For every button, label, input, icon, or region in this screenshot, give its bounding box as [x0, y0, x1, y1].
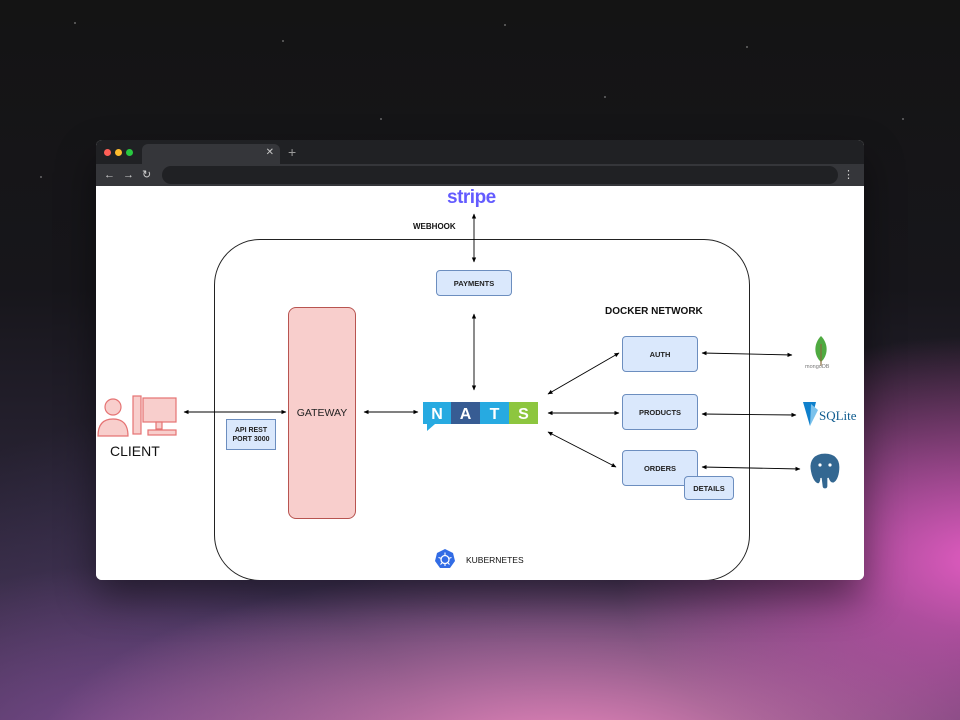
- postgresql-elephant-icon: [804, 450, 846, 492]
- browser-tab[interactable]: ✕: [142, 144, 280, 164]
- sqlite-wordmark: SQLite: [819, 408, 857, 423]
- kebab-menu-icon[interactable]: ⋮: [843, 169, 854, 181]
- api-rest-line1: API REST: [234, 426, 268, 434]
- maximize-window-icon[interactable]: [126, 149, 133, 156]
- products-service: PRODUCTS: [622, 394, 698, 430]
- orders-postgres-arrow: [701, 464, 801, 472]
- nats-letter-a: A: [460, 406, 472, 423]
- nats-logo: N A T S: [423, 402, 538, 432]
- client-icon: [96, 392, 178, 442]
- nats-letter-t: T: [490, 406, 500, 423]
- address-bar[interactable]: [162, 166, 838, 184]
- webhook-label: WEBHOOK: [413, 222, 456, 231]
- connector-arrows: [183, 213, 801, 472]
- gateway-service: GATEWAY: [288, 307, 356, 519]
- kubernetes-icon: [434, 548, 456, 570]
- forward-arrow-icon[interactable]: →: [123, 169, 134, 181]
- nats-orders-arrow: [547, 431, 617, 468]
- nats-auth-arrow: [547, 352, 620, 395]
- docker-network-label: DOCKER NETWORK: [605, 306, 703, 317]
- nats-letter-n: N: [431, 406, 443, 423]
- stripe-logo: stripe: [447, 187, 496, 208]
- mongodb-logo: mongoDB: [801, 334, 841, 372]
- minimize-window-icon[interactable]: [115, 149, 122, 156]
- auth-mongodb-arrow: [701, 350, 793, 358]
- new-tab-icon[interactable]: +: [288, 144, 297, 160]
- api-rest-box: API REST PORT 3000: [226, 419, 276, 450]
- details-box: DETAILS: [684, 476, 734, 500]
- auth-service: AUTH: [622, 336, 698, 372]
- browser-window: ✕ + ← → ↻ ⋮: [96, 140, 864, 580]
- products-sqlite-arrow: [701, 411, 797, 418]
- payments-service: PAYMENTS: [436, 270, 512, 296]
- architecture-diagram: stripe WEBHOOK PAYMENTS DOCKER NETWORK C…: [96, 186, 864, 580]
- api-rest-line2: PORT 3000: [232, 435, 270, 443]
- reload-icon[interactable]: ↻: [142, 169, 152, 181]
- browser-titlebar: ✕ +: [96, 140, 864, 164]
- client-label: CLIENT: [110, 443, 160, 459]
- kubernetes-cluster-boundary: [214, 239, 750, 580]
- back-arrow-icon[interactable]: ←: [104, 169, 115, 181]
- sqlite-logo: SQLite: [800, 400, 864, 430]
- close-window-icon[interactable]: [104, 149, 111, 156]
- browser-toolbar: ← → ↻ ⋮: [96, 164, 864, 186]
- mongodb-wordmark: mongoDB: [805, 364, 830, 370]
- close-tab-icon[interactable]: ✕: [265, 147, 274, 158]
- kubernetes-label: KUBERNETES: [466, 555, 524, 565]
- nats-letter-s: S: [518, 406, 529, 423]
